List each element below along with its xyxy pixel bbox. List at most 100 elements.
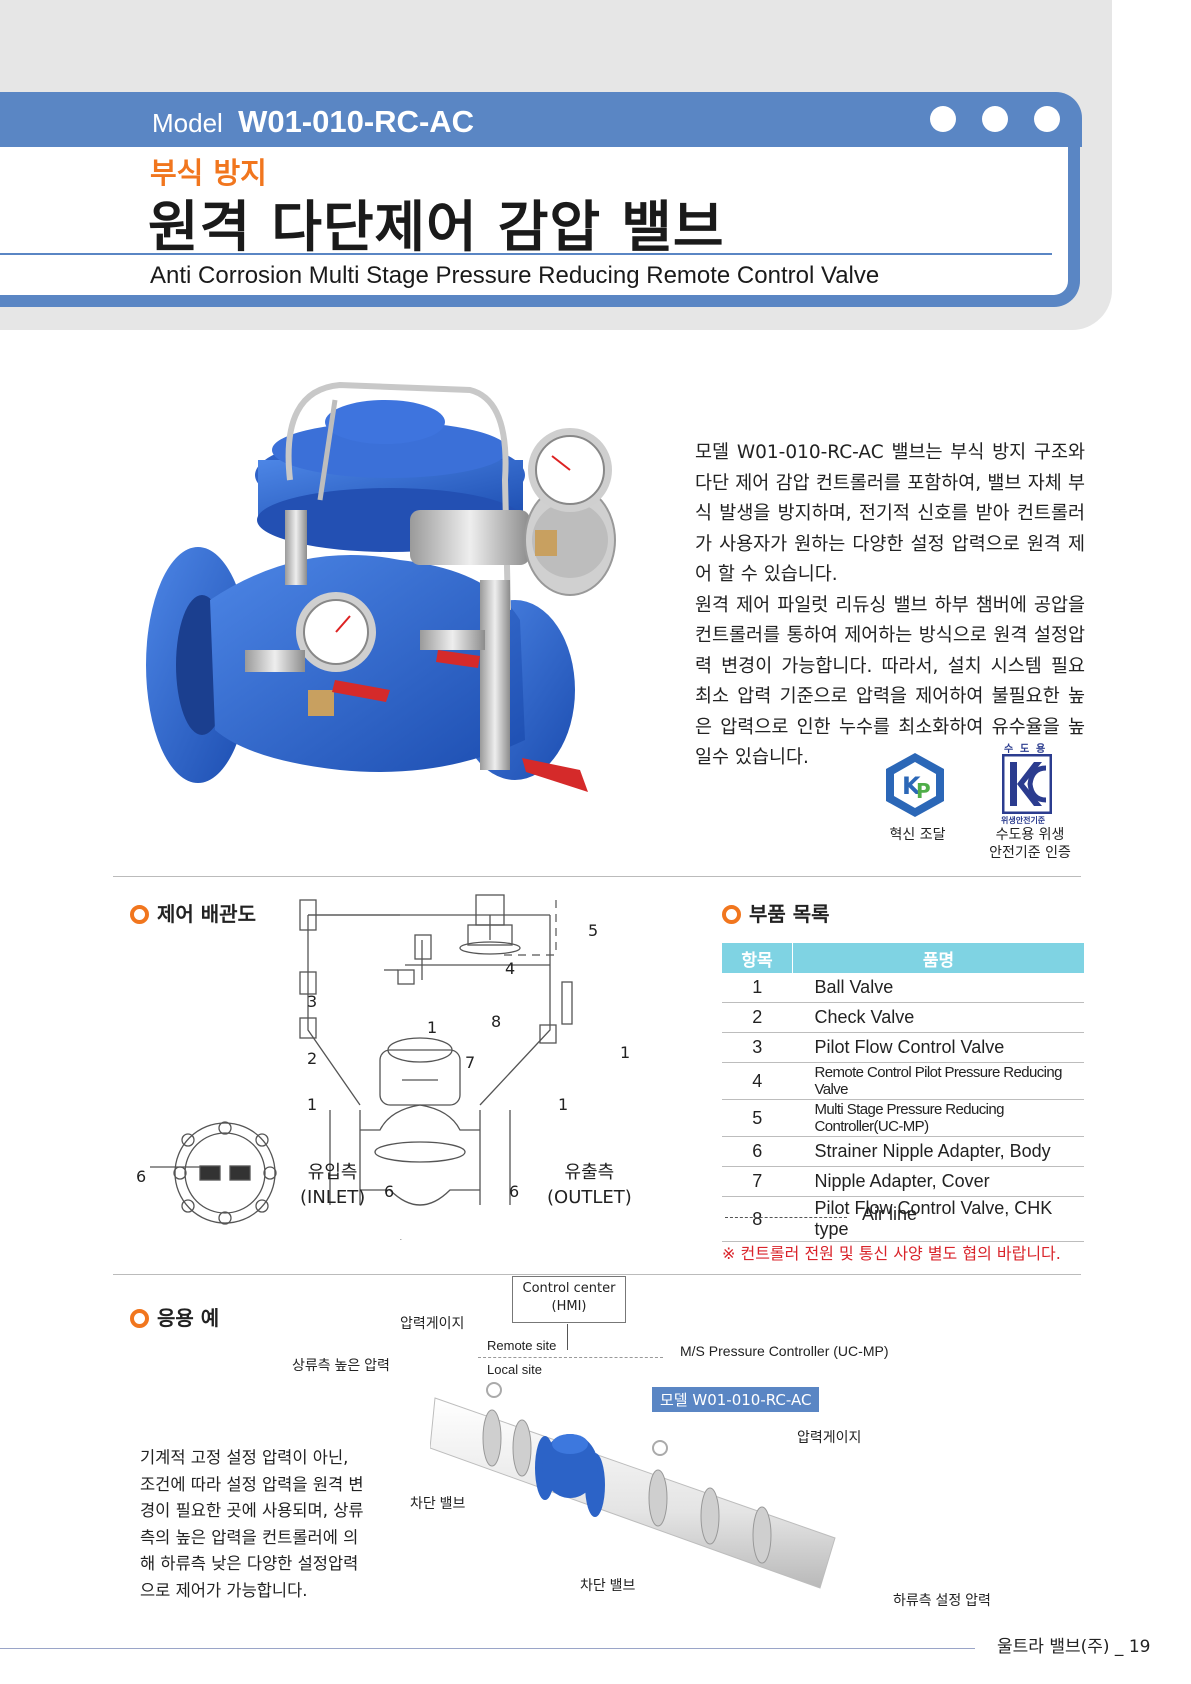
- control-center-line: (HMI): [551, 1299, 587, 1314]
- column-header-item: 항목: [722, 943, 793, 973]
- gauge-left-label: 압력게이지: [400, 1315, 465, 1331]
- kc-mark-icon: [1002, 754, 1052, 814]
- description-paragraph: 모델 W01-010-RC-AC 밸브는 부식 방지 구조와 다단 제어 감압 …: [695, 442, 1085, 585]
- title-divider: [0, 253, 1052, 255]
- model-badge: 모델 W01-010-RC-AC: [652, 1387, 820, 1412]
- application-description: 기계적 고정 설정 압력이 아닌, 조건에 따라 설정 압력을 원격 변경이 필…: [140, 1448, 364, 1600]
- gauge-right-label: 압력게이지: [797, 1429, 862, 1445]
- part-name: Multi Stage Pressure Reducing Controller…: [792, 1099, 1084, 1137]
- kc-label-line: 안전기준 인증: [989, 845, 1071, 861]
- diagram-number-3: 3: [307, 992, 318, 1011]
- product-description: 모델 W01-010-RC-AC 밸브는 부식 방지 구조와 다단 제어 감압 …: [695, 438, 1085, 774]
- section-divider: [113, 1274, 1081, 1275]
- air-line-legend-icon: [725, 1217, 847, 1218]
- parts-section-title: 부품 목록: [722, 898, 830, 927]
- header-band: [0, 92, 1082, 147]
- inlet-kr: 유입측: [307, 1162, 358, 1183]
- controller-label: M/S Pressure Controller (UC-MP): [680, 1343, 889, 1359]
- part-number: 4: [722, 1062, 793, 1100]
- part-name: Pilot Flow Control Valve, CHK type: [792, 1196, 1084, 1242]
- part-name: Remote Control Pilot Pressure Reducing V…: [792, 1062, 1084, 1100]
- diagram-section-title: 제어 배관도: [130, 898, 256, 927]
- part-name: Nipple Adapter, Cover: [792, 1166, 1084, 1197]
- section-bullet-icon: [722, 905, 741, 924]
- subtitle-kr: 부식 방지: [150, 156, 267, 190]
- shutoff-valve-label: 차단 밸브: [580, 1577, 636, 1593]
- pipeline-illustration: [430, 1382, 836, 1589]
- diagram-number-6: 6: [509, 1182, 520, 1201]
- remote-site-label: Remote site: [487, 1338, 557, 1353]
- part-number: 7: [722, 1166, 793, 1197]
- diagram-number-8: 8: [491, 1012, 502, 1031]
- page-title: 원격 다단제어 감압 밸브: [148, 195, 725, 259]
- control-center-line: Control center: [522, 1281, 616, 1296]
- title-english: Anti Corrosion Multi Stage Pressure Redu…: [150, 262, 880, 289]
- diagram-number-6: 6: [384, 1182, 395, 1201]
- diagram-number-7: 7: [465, 1053, 476, 1072]
- part-number: 6: [722, 1136, 793, 1167]
- shutoff-valve-label: 차단 밸브: [410, 1495, 466, 1511]
- outlet-en: (OUTLET): [547, 1187, 632, 1208]
- diagram-number-1: 1: [558, 1095, 569, 1114]
- diagram-number-6: 6: [136, 1167, 147, 1186]
- section-bullet-icon: [130, 1309, 149, 1328]
- model-label: Model: [152, 108, 223, 138]
- control-center-box: Control center (HMI): [512, 1276, 626, 1323]
- piping-diagram: [150, 894, 573, 1240]
- part-number: 5: [722, 1099, 793, 1137]
- dot-icon: [982, 106, 1008, 132]
- inlet-label: 유입측 (INLET): [300, 1160, 365, 1210]
- part-number: 1: [722, 973, 793, 1003]
- svg-text:P: P: [916, 779, 931, 803]
- part-number: 3: [722, 1032, 793, 1063]
- dot-icon: [1034, 106, 1060, 132]
- dot-icon: [930, 106, 956, 132]
- part-number: 2: [722, 1002, 793, 1033]
- valve-product-image: [146, 381, 616, 792]
- inlet-en: (INLET): [300, 1187, 366, 1208]
- controller-note: ※ 컨트롤러 전원 및 통신 사양 별도 협의 바랍니다.: [722, 1244, 1061, 1263]
- diagram-number-1: 1: [620, 1043, 631, 1062]
- local-site-label: Local site: [487, 1362, 542, 1377]
- parts-header-row: 항목 품명: [722, 943, 1084, 973]
- kip-logo-icon: K P: [886, 753, 944, 817]
- part-name: Strainer Nipple Adapter, Body: [792, 1136, 1084, 1167]
- part-name: Check Valve: [792, 1002, 1084, 1033]
- site-boundary-line: [478, 1357, 663, 1358]
- air-line-label: Air line: [862, 1204, 918, 1224]
- diagram-number-4: 4: [505, 959, 516, 978]
- part-name: Ball Valve: [792, 973, 1084, 1003]
- svg-text:K: K: [902, 772, 922, 800]
- diagram-number-1: 1: [307, 1095, 318, 1114]
- outlet-kr: 유출측: [564, 1162, 615, 1183]
- downstream-label: 하류측 설정 압력: [893, 1592, 991, 1608]
- footer-page: 울트라 밸브(주) _ 19: [997, 1637, 1151, 1657]
- kc-label-line: 수도용 위생: [995, 827, 1065, 843]
- part-name: Pilot Flow Control Valve: [792, 1032, 1084, 1063]
- model-heading: Model W01-010-RC-AC: [152, 104, 474, 140]
- kip-label: 혁신 조달: [889, 827, 946, 843]
- diagram-number-5: 5: [588, 921, 599, 940]
- application-section-title: 응용 예: [130, 1302, 219, 1331]
- kc-top-text: 수 도 용: [1004, 744, 1048, 755]
- diagram-number-1: 1: [427, 1018, 438, 1037]
- diagram-title-text: 제어 배관도: [157, 902, 256, 926]
- parts-title-text: 부품 목록: [749, 902, 830, 926]
- part-number: 8: [722, 1196, 793, 1242]
- kc-bottom-text: 위생안전기준: [1001, 816, 1046, 825]
- footer-line: [0, 1648, 975, 1649]
- kc-label: 수도용 위생 안전기준 인증: [975, 826, 1085, 862]
- outlet-label: 유출측 (OUTLET): [547, 1160, 632, 1210]
- section-divider: [113, 876, 1081, 877]
- section-bullet-icon: [130, 905, 149, 924]
- column-header-name: 품명: [792, 943, 1084, 973]
